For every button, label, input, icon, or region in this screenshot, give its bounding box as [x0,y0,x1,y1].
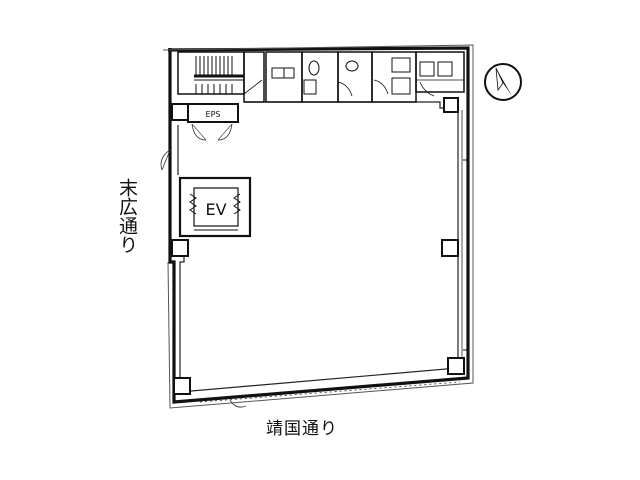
street-label-west: 末広通り [116,178,138,254]
north-arrow-icon [484,63,522,101]
column [171,103,189,121]
toilet-rooms [265,51,465,103]
elevator [178,176,252,238]
column [443,97,459,113]
stair-core [177,51,265,103]
street-label-south: 靖国通り [266,419,338,439]
elevator-label: EV [205,200,226,219]
column [447,357,465,375]
column [441,239,459,257]
structural-columns [171,97,465,395]
entrance-door [160,149,171,171]
office-room [177,101,459,393]
column [173,377,191,395]
south-edge [199,381,461,408]
exterior-walls [162,44,474,409]
eps-label: EPS [206,110,221,119]
column [171,239,189,257]
eps-room [187,103,239,141]
